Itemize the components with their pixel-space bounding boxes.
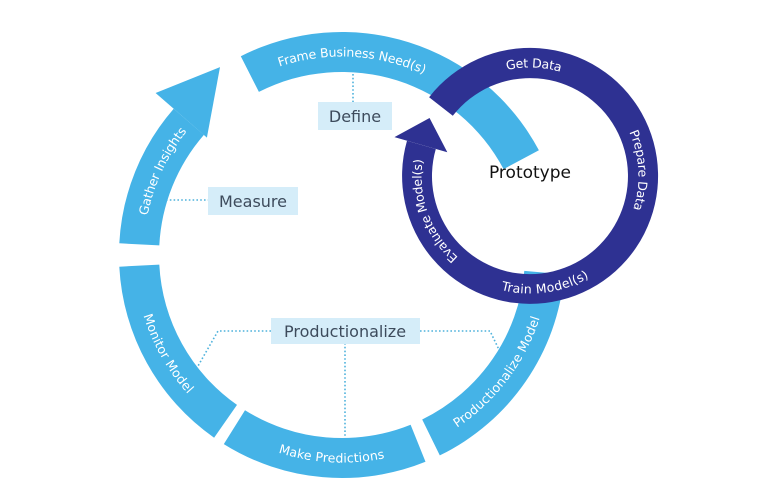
productionalize-model-step-band [422, 270, 565, 456]
phase-productionalize: Productionalize [271, 318, 420, 344]
productionalize-connector-right [420, 330, 504, 359]
phase-connectors [166, 74, 504, 440]
monitor-model-step-band [119, 264, 237, 438]
outer-cycle: Frame Business Need(s)Gather InsightsMon… [119, 32, 565, 479]
productionalize-box [271, 318, 420, 344]
measure-box [208, 187, 298, 215]
productionalize-connector-left [197, 330, 271, 367]
gather-insights-step-band [119, 108, 204, 246]
frame-business-need-step: Frame Business Need(s) [240, 32, 539, 170]
make-predictions-step: Make Predictions [223, 410, 426, 479]
phase-define: Define [318, 102, 392, 130]
arrowhead-icon [394, 118, 448, 153]
prototype-title: Prototype [489, 163, 571, 183]
define-label: Define [329, 107, 381, 126]
frame-business-need-step-band [240, 32, 539, 170]
gather-insights-step: Gather Insights [119, 67, 221, 246]
arrowhead-icon [155, 67, 221, 138]
get-data-step-label: Get Data [505, 55, 564, 74]
measure-label: Measure [219, 192, 287, 211]
define-box [318, 102, 392, 130]
monitor-model-step: Monitor Model [119, 264, 237, 438]
productionalize-label: Productionalize [284, 322, 406, 341]
make-predictions-step-band [223, 410, 426, 479]
phase-measure: Measure [208, 187, 298, 215]
